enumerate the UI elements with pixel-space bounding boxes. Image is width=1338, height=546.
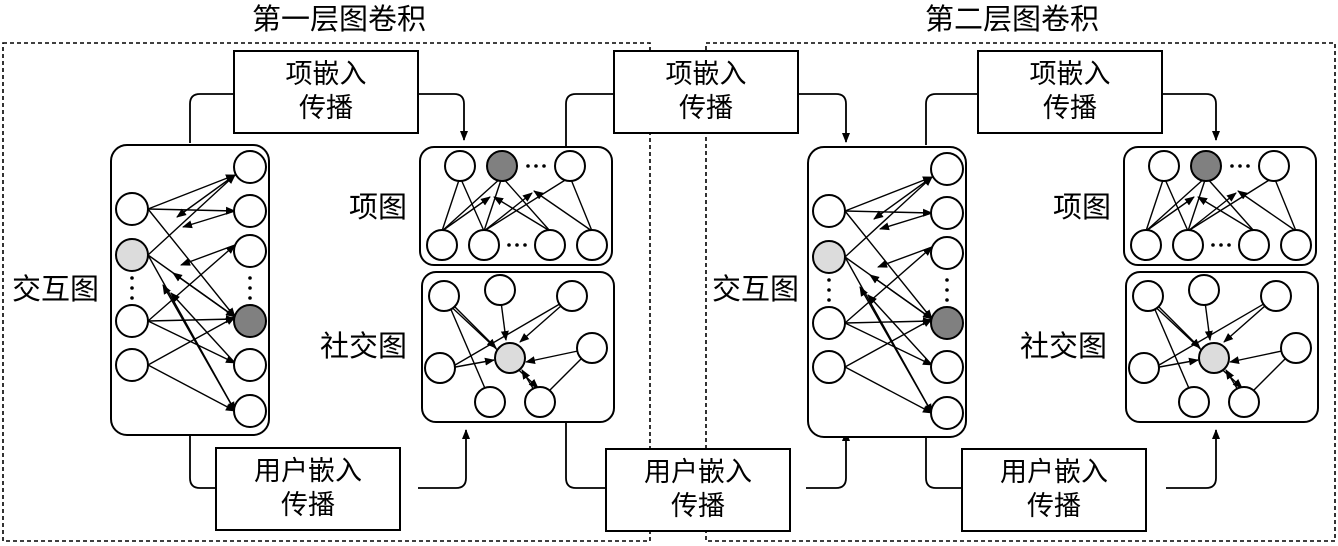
l1-social-graph	[422, 272, 614, 422]
l2-user-prop-label: 用户嵌入 传播	[962, 456, 1146, 524]
l1-user-prop-line2: 传播	[281, 490, 335, 521]
mid-item-prop-line2: 传播	[679, 93, 733, 124]
l1-interaction-graph	[111, 145, 269, 435]
mid-item-prop-label: 项嵌入 传播	[614, 58, 798, 126]
l2-item-prop-line1: 项嵌入	[1029, 59, 1111, 90]
layer1-frame	[2, 42, 651, 542]
l2-interaction-graph-label: 交互图	[712, 272, 800, 306]
l2-user-prop-line2: 传播	[1027, 491, 1081, 522]
l2-interaction-graph	[808, 147, 966, 437]
l2-user-prop-line1: 用户嵌入	[1000, 457, 1108, 488]
mid-item-flow-in	[565, 93, 616, 150]
l1-item-graph-label: 项图	[349, 190, 408, 224]
l2-social-graph	[1126, 272, 1318, 422]
l1-user-flow-out	[418, 429, 470, 489]
mid-user-prop-line2: 传播	[671, 491, 725, 522]
l1-item-prop-line1: 项嵌入	[285, 59, 367, 90]
mid-user-flow-out	[806, 431, 850, 489]
l2-item-flow-in	[925, 93, 980, 145]
l2-item-graph-label: 项图	[1053, 190, 1112, 224]
l2-item-prop-label: 项嵌入 传播	[978, 58, 1162, 126]
l1-user-flow-in	[189, 435, 216, 489]
l1-item-flow-in	[189, 93, 236, 143]
mid-user-flow-in	[565, 422, 606, 489]
l1-user-prop-line1: 用户嵌入	[254, 456, 362, 487]
l1-item-flow-out	[418, 93, 468, 141]
mid-user-prop-line1: 用户嵌入	[644, 457, 752, 488]
l1-social-graph-label: 社交图	[320, 329, 408, 363]
mid-item-flow-out	[798, 93, 850, 143]
l2-item-flow-out	[1162, 93, 1220, 141]
layer1-title: 第一层图卷积	[252, 2, 427, 36]
mid-user-prop-label: 用户嵌入 传播	[606, 456, 790, 524]
l1-item-graph	[420, 147, 612, 265]
l2-user-flow-in	[925, 438, 962, 489]
l1-interaction-graph-label: 交互图	[12, 272, 100, 306]
l1-user-prop-label: 用户嵌入 传播	[216, 455, 400, 523]
layer2-frame	[705, 42, 1336, 542]
l2-user-flow-out	[1166, 429, 1220, 489]
l2-social-graph-label: 社交图	[1020, 329, 1108, 363]
mid-item-prop-line1: 项嵌入	[665, 59, 747, 90]
l1-item-prop-line2: 传播	[299, 93, 353, 124]
l2-item-prop-line2: 传播	[1043, 93, 1097, 124]
layer2-title: 第二层图卷积	[925, 2, 1100, 36]
l2-item-graph	[1124, 147, 1316, 265]
l1-item-prop-label: 项嵌入 传播	[234, 58, 418, 126]
